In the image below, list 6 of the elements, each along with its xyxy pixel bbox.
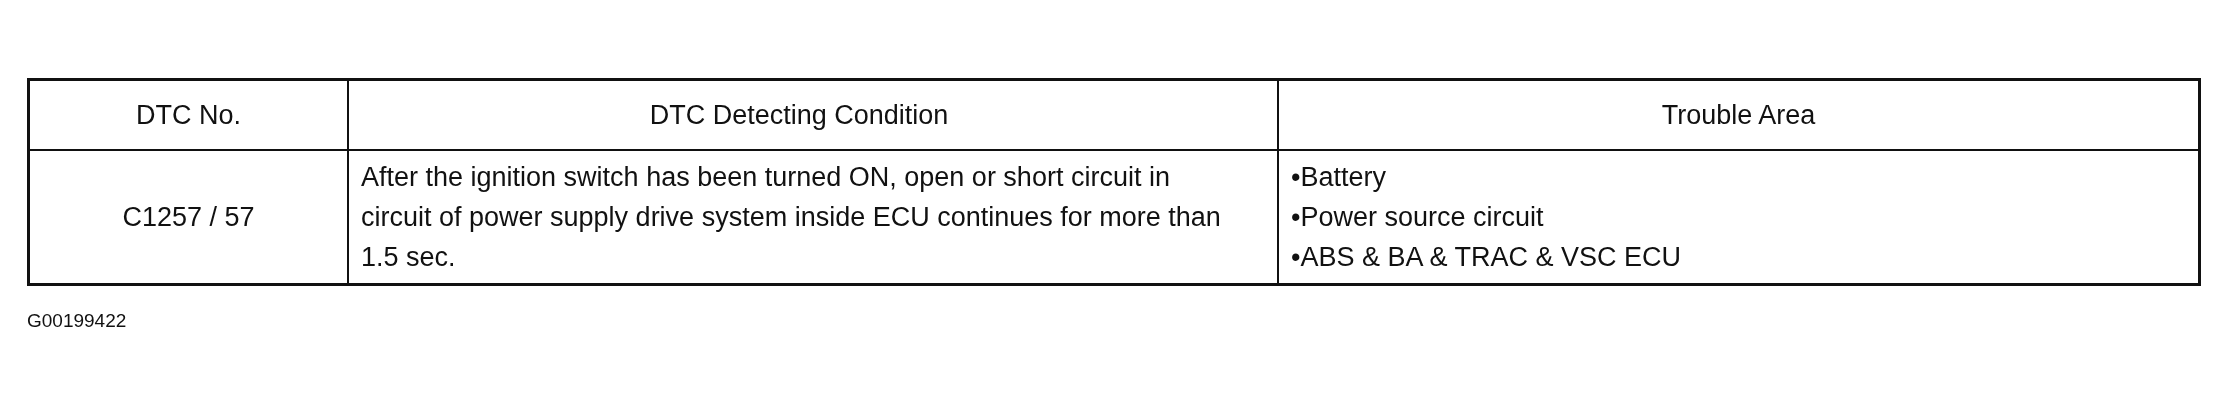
bullet-item: •Power source circuit bbox=[1291, 201, 1545, 234]
column-header: DTC No. bbox=[28, 79, 348, 150]
bullet-item: •Battery bbox=[1291, 161, 1387, 194]
figure-code: G00199422 bbox=[27, 310, 127, 332]
bullet-item: •ABS & BA & TRAC & VSC ECU bbox=[1291, 241, 1683, 274]
column-header: DTC Detecting Condition bbox=[348, 79, 1278, 150]
